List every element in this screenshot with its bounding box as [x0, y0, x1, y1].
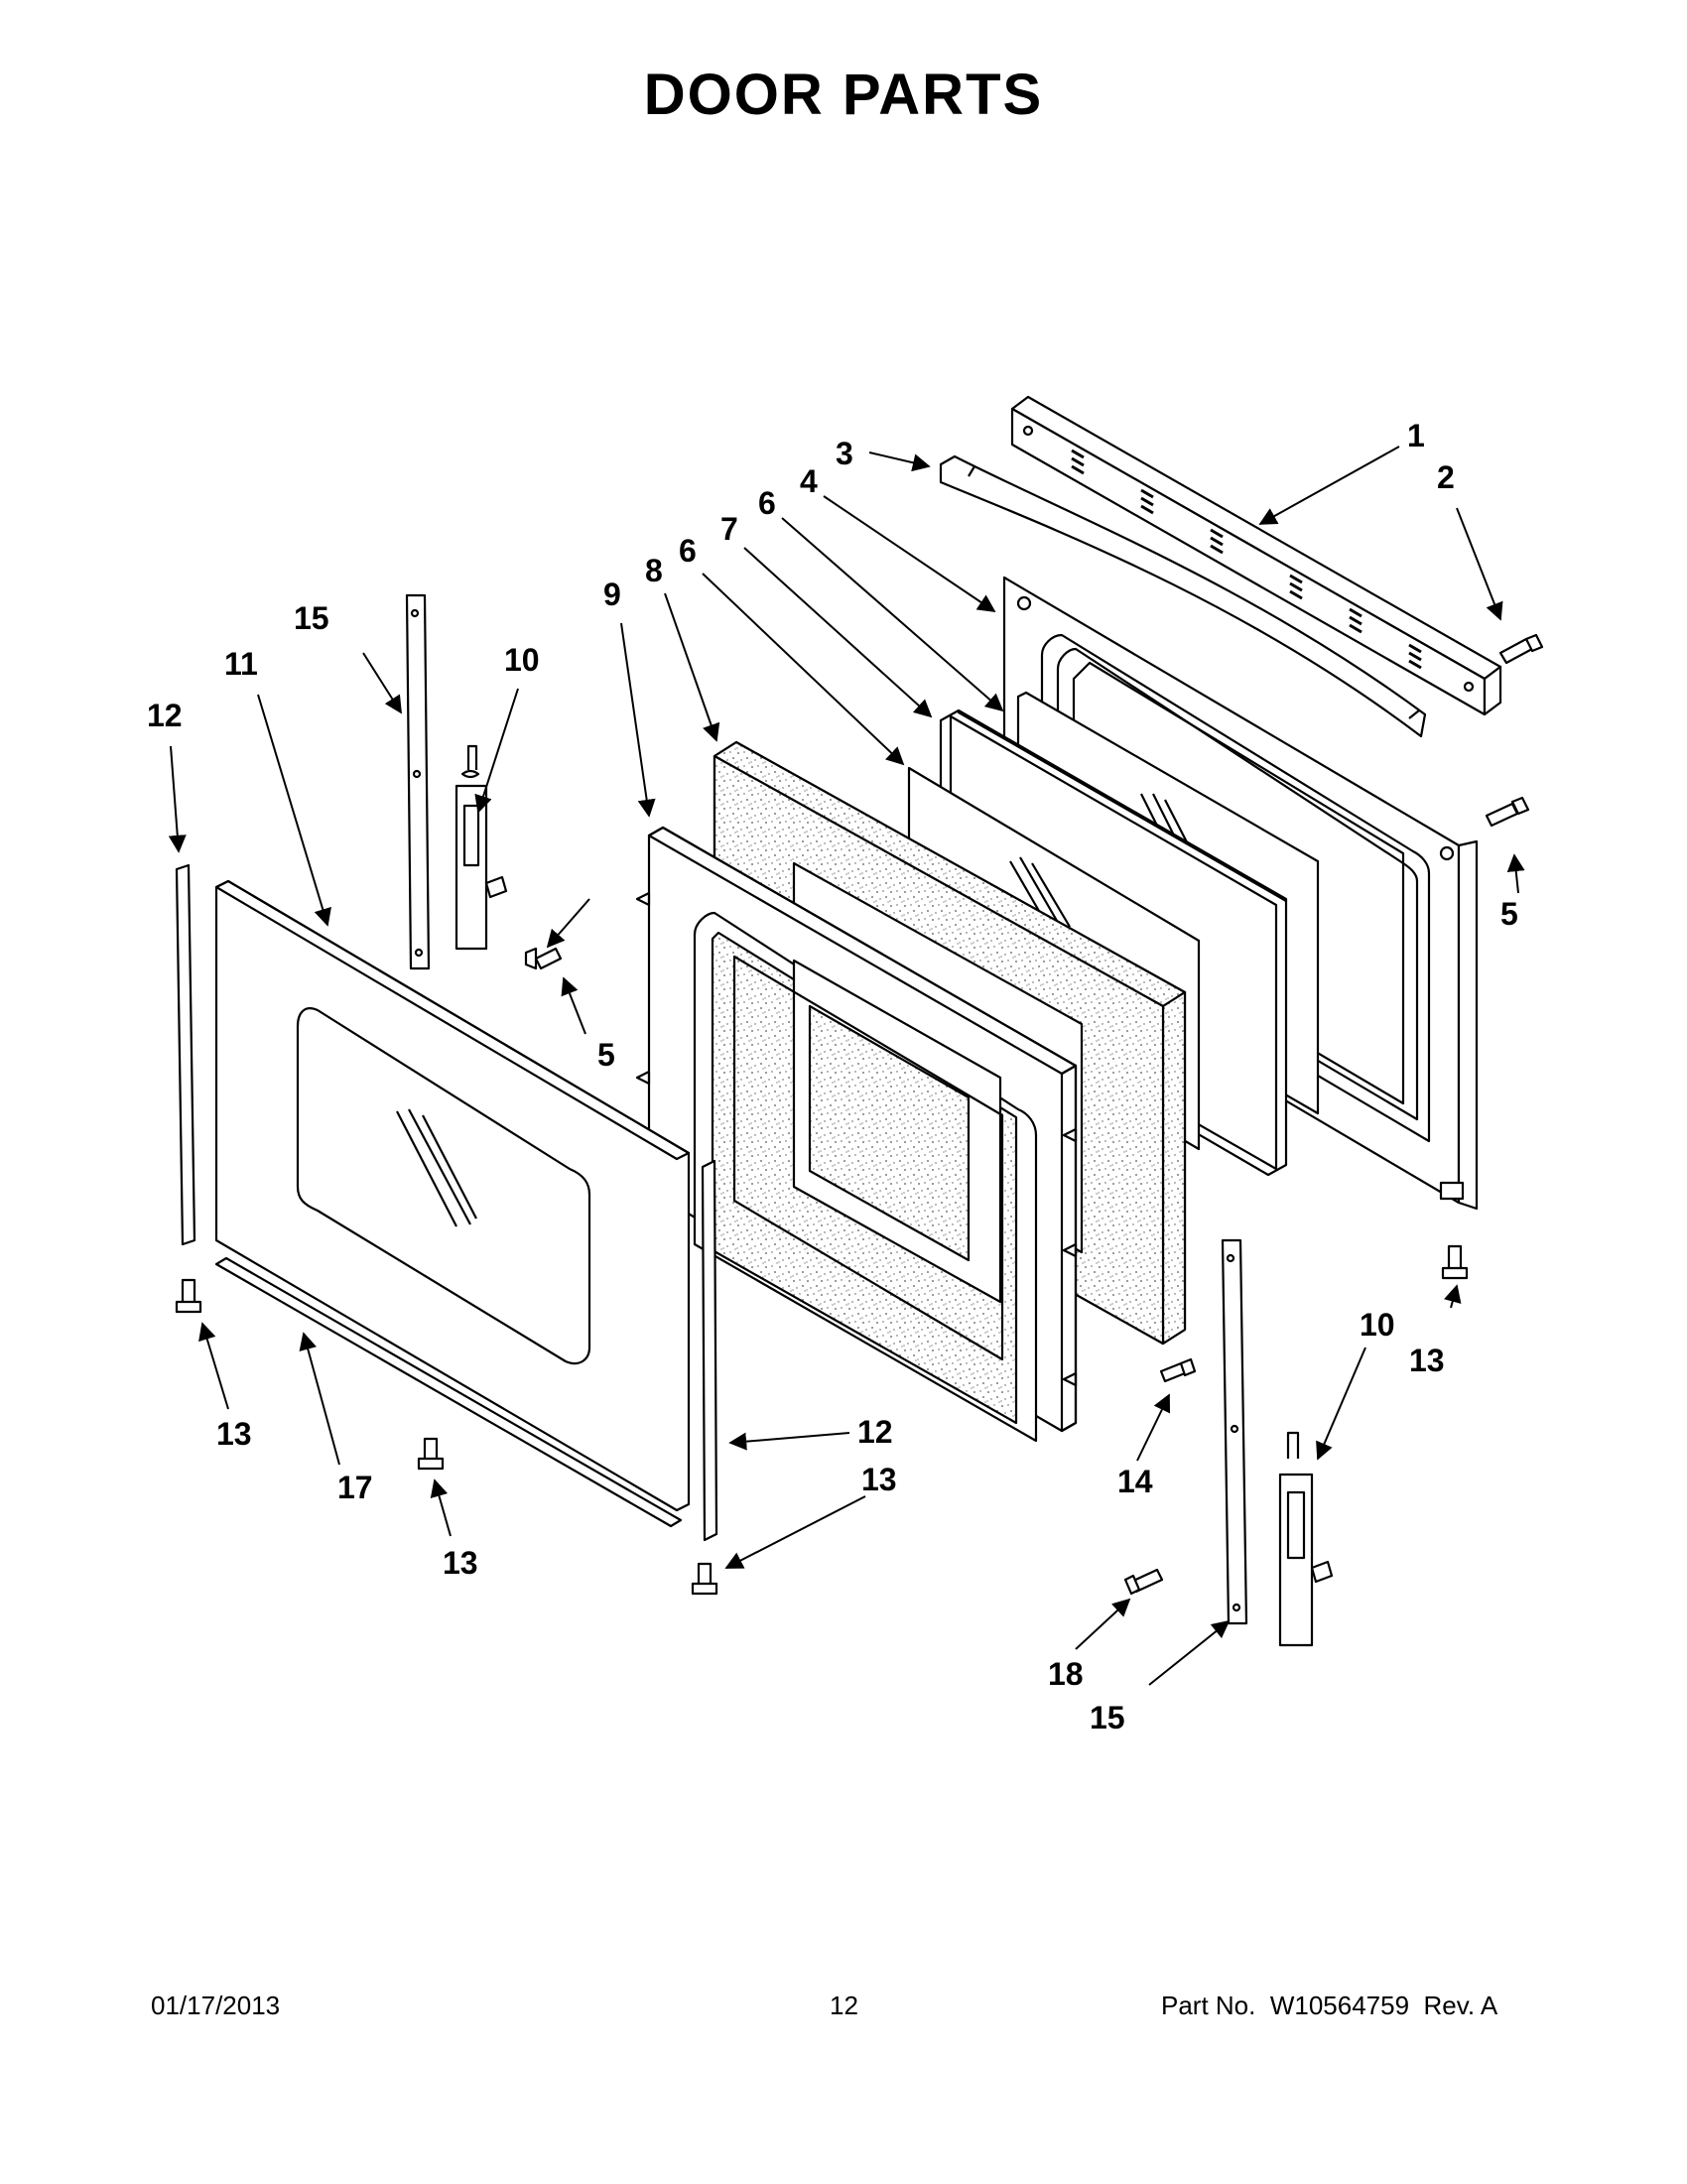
hinge-part-10-right [1278, 1431, 1334, 1647]
callout-4: 4 [800, 463, 818, 499]
side-trim-part-12-left [175, 863, 196, 1246]
footer-page-number: 12 [830, 1991, 858, 2020]
callout-1: 1 [1407, 418, 1425, 453]
door-handle-part-3 [939, 454, 1427, 738]
screw-part-13-bottom [417, 1437, 445, 1471]
callout-8: 8 [645, 553, 663, 588]
screw-part-13-left [175, 1278, 202, 1314]
callout-10-left: 10 [504, 642, 540, 678]
callout-17: 17 [337, 1470, 373, 1505]
screw-part-5-right [1485, 796, 1530, 828]
hinge-bracket-part-15-right [1221, 1238, 1248, 1625]
footer-part-number: Part No. W10564759 Rev. A [1161, 1991, 1497, 2021]
callout-6-front: 6 [679, 533, 697, 569]
callout-15-right: 15 [1090, 1700, 1125, 1735]
callout-5-left: 5 [597, 1037, 615, 1073]
page-title: DOOR PARTS [643, 63, 1044, 127]
bottom-trim-part-17 [214, 1256, 683, 1528]
callout-12-left: 12 [147, 698, 183, 733]
hinge-bracket-part-15-left [405, 593, 431, 970]
callout-7: 7 [720, 511, 738, 547]
hinge-part-10-left [454, 744, 508, 951]
part-label: Part No. [1161, 1991, 1256, 2020]
screw-part-2 [1498, 633, 1544, 665]
callout-3: 3 [836, 436, 853, 471]
vent-trim-part-1 [1010, 395, 1502, 716]
callout-13-left: 13 [216, 1416, 252, 1452]
callout-9: 9 [603, 577, 621, 612]
revision: Rev. A [1423, 1991, 1498, 2020]
outer-door-panel-part-11 [214, 879, 691, 1512]
callout-12-right: 12 [857, 1414, 893, 1450]
footer-date: 01/17/2013 [151, 1991, 281, 2020]
callout-13-right: 13 [1409, 1343, 1445, 1378]
callout-2: 2 [1437, 459, 1455, 495]
callout-5-right: 5 [1500, 896, 1518, 932]
side-trim-part-12-right [701, 1159, 718, 1542]
callout-13-bottom: 13 [443, 1545, 478, 1581]
outer-door-frame-part-9 [635, 826, 1078, 1443]
part-number: W10564759 [1269, 1991, 1410, 2020]
callout-18: 18 [1048, 1656, 1084, 1692]
callout-11: 11 [224, 646, 258, 682]
screw-part-14 [1159, 1357, 1197, 1383]
screw-part-18 [1123, 1568, 1164, 1596]
callout-6-back: 6 [758, 485, 776, 521]
screw-part-13-right [1441, 1244, 1469, 1280]
callout-15-left: 15 [294, 600, 329, 636]
callout-10-right: 10 [1360, 1307, 1395, 1343]
callout-13-center: 13 [861, 1462, 897, 1497]
screw-part-13-center [691, 1562, 718, 1596]
screw-part-5-left [524, 947, 563, 970]
callout-14: 14 [1117, 1464, 1153, 1499]
